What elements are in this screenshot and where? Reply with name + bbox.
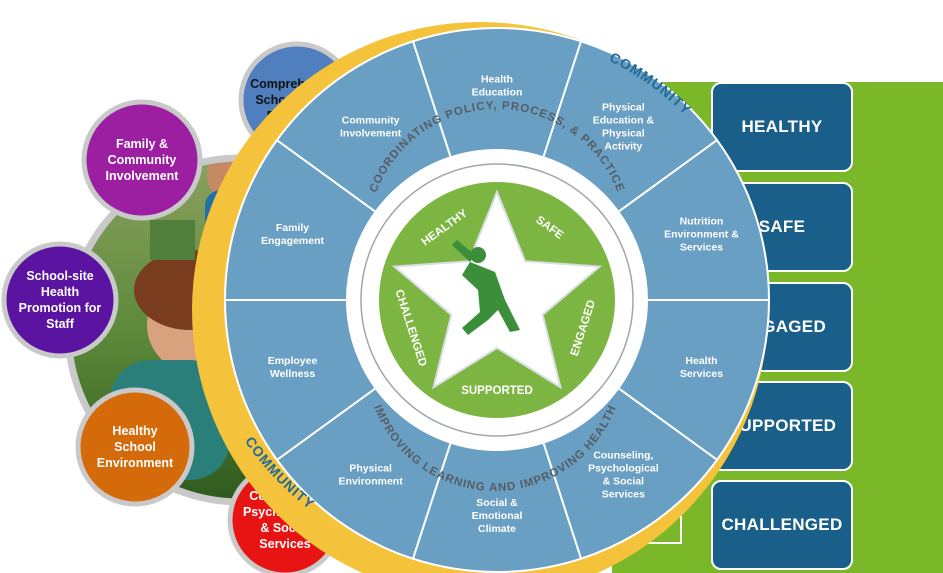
- wheel-segments: [223, 27, 771, 573]
- outcome-challenged: CHALLENGED: [711, 480, 853, 570]
- outer-bubbles: ComprehensiveSchool HealthEducationFamil…: [1, 41, 356, 573]
- jumping-child-silhouette: [452, 240, 520, 335]
- outcome-healthy: HEALTHY: [711, 82, 853, 172]
- star-word: SUPPORTED: [461, 385, 533, 397]
